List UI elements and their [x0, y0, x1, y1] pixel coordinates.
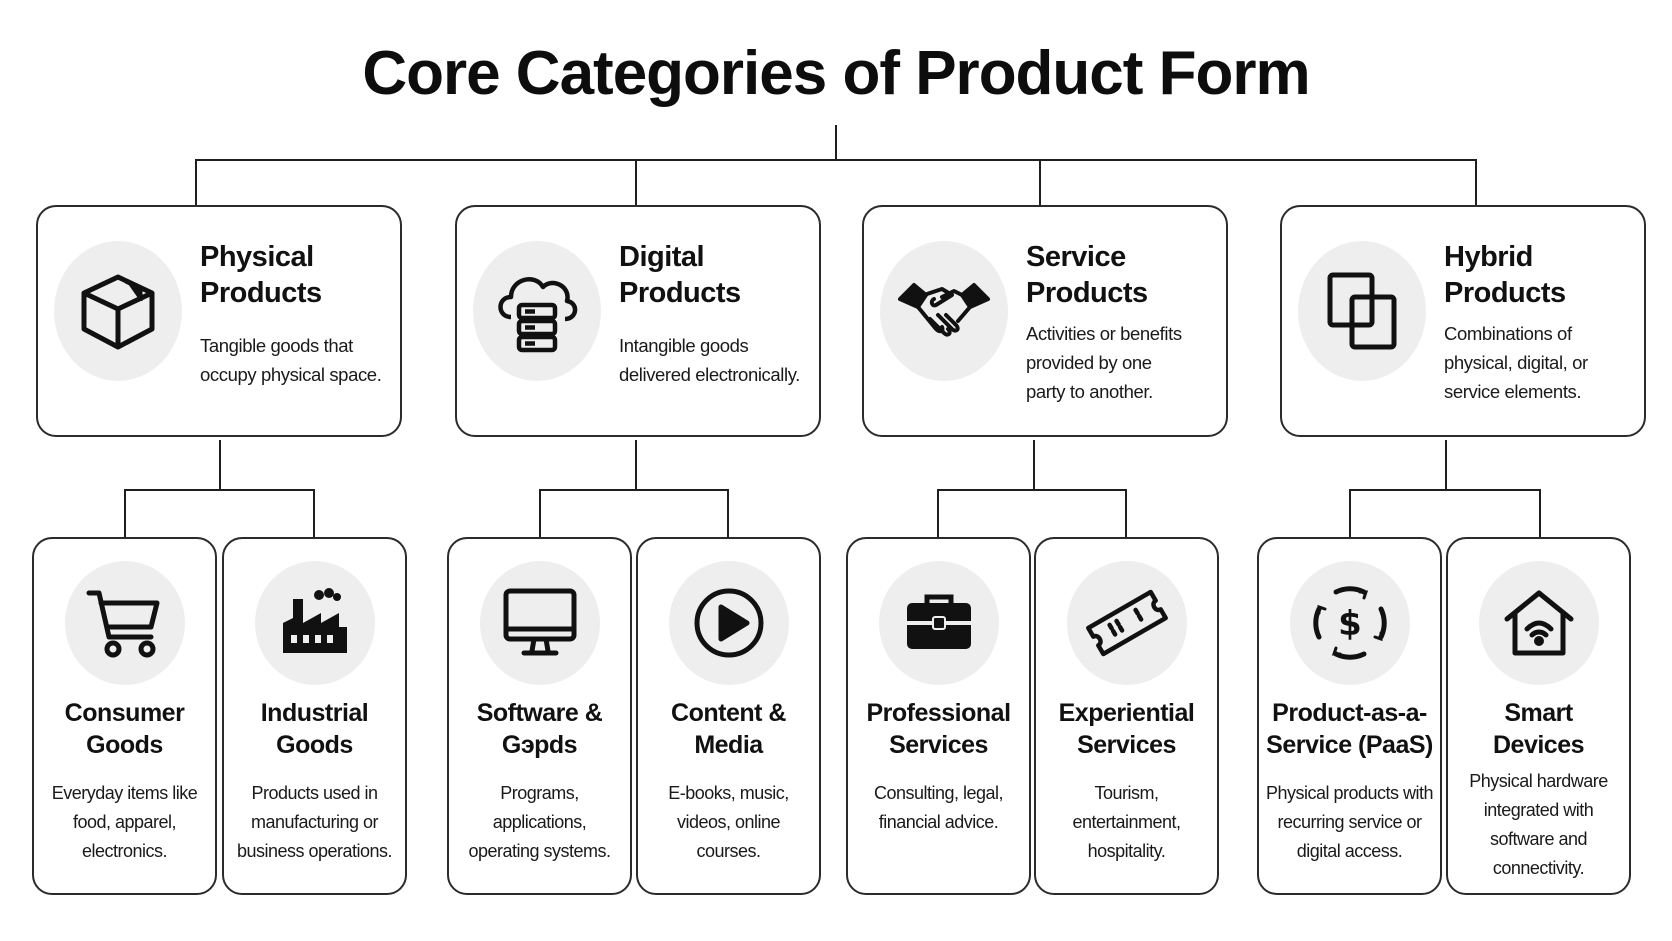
branch-physical	[124, 440, 315, 537]
subcategory-description: Consulting, legal,financial advice.	[873, 783, 1004, 832]
svg-text:$: $	[1338, 604, 1362, 644]
branch-hybrid	[1349, 440, 1541, 537]
briefcase-icon	[878, 561, 999, 685]
card-product-as-a-service: $ Product-as-a-Service (PaaS) Physical p…	[1257, 537, 1442, 895]
cloud-server-icon	[473, 241, 601, 381]
factory-icon	[254, 561, 375, 685]
ticket-icon	[1066, 561, 1187, 685]
handshake-icon	[880, 241, 1008, 381]
branch-service	[937, 440, 1127, 537]
shopping-cart-icon	[64, 561, 185, 685]
subcategory-title: Content &Media	[671, 699, 786, 759]
card-content-media: Content &Media E-books, music,videos, on…	[636, 537, 821, 895]
branch-digital	[539, 440, 729, 537]
subcategory-title: Software &Gэpds	[476, 699, 603, 759]
monitor-icon	[479, 561, 600, 685]
card-software-goods: Software &Gэpds Programs, applications,o…	[447, 537, 632, 895]
page-title: Core Categories of Product Form	[362, 39, 1310, 108]
play-icon	[668, 561, 789, 685]
subcategory-description: Tourism, entertainment,hospitality.	[1072, 783, 1181, 861]
smart-home-icon	[1478, 561, 1599, 685]
subcategory-title: Product-as-a-Service (PaaS)	[1266, 699, 1433, 759]
subcategory-description: Programs, applications,operating systems…	[468, 783, 611, 861]
overlapping-squares-icon	[1298, 241, 1426, 381]
top-bus-line	[195, 159, 1477, 205]
box-icon	[54, 241, 182, 381]
dollar-cycle-icon: $	[1289, 561, 1410, 685]
